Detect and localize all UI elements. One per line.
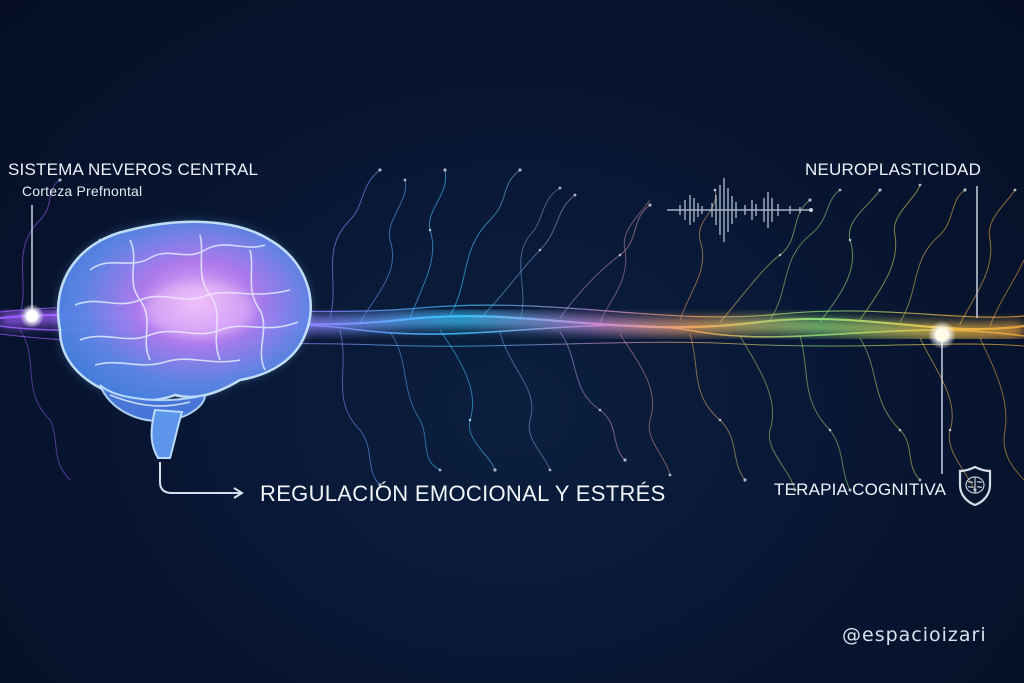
waveform-icon — [667, 178, 812, 242]
watermark-handle: @espacioizari — [842, 624, 987, 646]
arrow-icon — [159, 462, 240, 494]
cognitive-therapy-label: TERAPIA COGNITIVA — [774, 480, 947, 499]
neuroplasticity-label: NEUROPLASTICIDAD — [805, 160, 982, 179]
therapy-marker-dot — [935, 328, 949, 342]
brain-shield-icon — [958, 465, 992, 507]
arrow-head-icon — [233, 487, 244, 499]
cns-title: SISTEMA NEVEROS CENTRAL — [8, 160, 259, 179]
cns-subtitle: Corteza Prefnontal — [22, 183, 143, 199]
cns-marker-dot — [26, 310, 38, 322]
emotional-regulation-label: REGULACIÓN EMOCIONAL Y ESTRÉS — [260, 481, 666, 506]
